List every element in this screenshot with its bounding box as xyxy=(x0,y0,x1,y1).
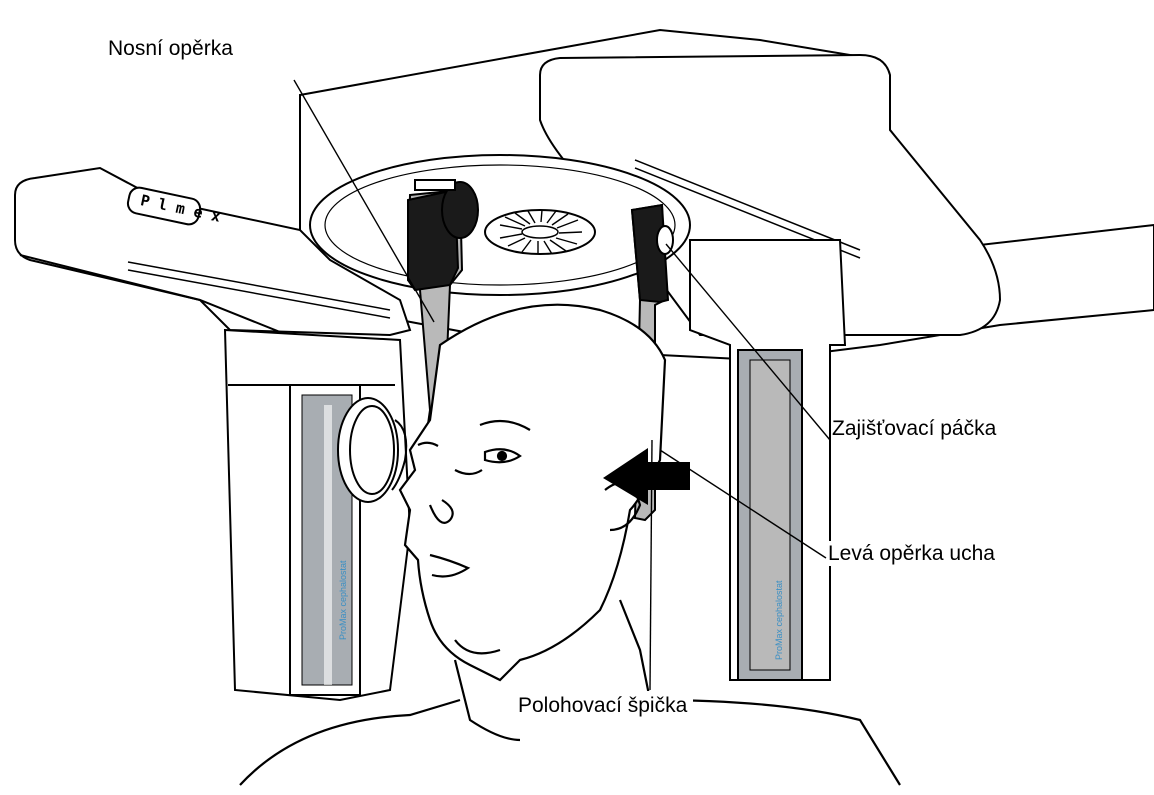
left-side-panel xyxy=(225,330,410,700)
callout-positioning-tip: Polohovací špička xyxy=(512,691,693,720)
panel-text-right: ProMax cephalostat xyxy=(774,580,784,660)
callout-nose-rest: Nosní opěrka xyxy=(108,36,233,61)
patient-head xyxy=(400,305,665,680)
callout-left-ear-rod: Levá opěrka ucha xyxy=(828,541,995,566)
panel-text-left: ProMax cephalostat xyxy=(338,560,348,640)
right-side-panel xyxy=(690,240,845,680)
callout-locking-lever: Zajišťovací páčka xyxy=(832,416,996,441)
